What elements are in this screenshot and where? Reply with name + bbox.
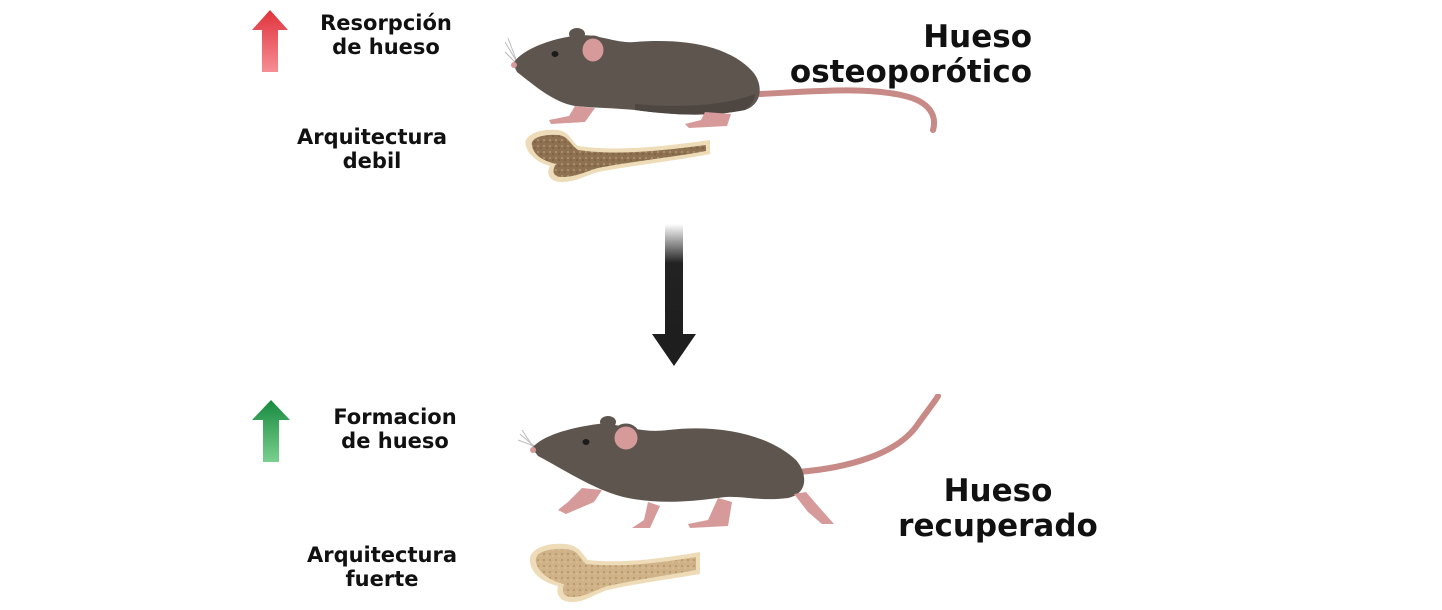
formation-label: Formacion de hueso (310, 405, 480, 453)
osteoporotic-bone-title: Hueso osteoporótico (770, 20, 1032, 89)
strong-architecture-line1: Arquitectura (306, 543, 458, 567)
weak-bone-illustration (518, 126, 714, 186)
osteoporotic-title-line1: Hueso (923, 19, 1032, 55)
recovered-mouse-illustration (518, 394, 948, 534)
down-arrow-icon (650, 224, 698, 368)
formation-line2: de hueso (341, 428, 449, 453)
recovered-bone-title: Hueso recuperado (880, 474, 1116, 543)
recovered-title-line2: recuperado (898, 507, 1098, 544)
weak-architecture-line2: debil (342, 148, 402, 173)
weak-architecture-label: Arquitectura debil (272, 125, 472, 173)
strong-bone-illustration (524, 540, 704, 604)
resorption-label: Resorpción de hueso (300, 11, 472, 59)
osteoporotic-title-line2: osteoporótico (789, 53, 1032, 90)
strong-architecture-line2: fuerte (345, 566, 419, 591)
osteoporotic-mouse-illustration (505, 24, 945, 134)
red-up-arrow-icon (252, 10, 288, 74)
green-up-arrow-icon (252, 400, 290, 464)
recovered-title-line1: Hueso (943, 473, 1053, 509)
resorption-line1: Resorpción (320, 11, 452, 35)
formation-line1: Formacion (333, 405, 457, 429)
strong-architecture-label: Arquitectura fuerte (282, 543, 482, 591)
weak-architecture-line1: Arquitectura (296, 125, 448, 149)
resorption-line2: de hueso (332, 34, 440, 59)
